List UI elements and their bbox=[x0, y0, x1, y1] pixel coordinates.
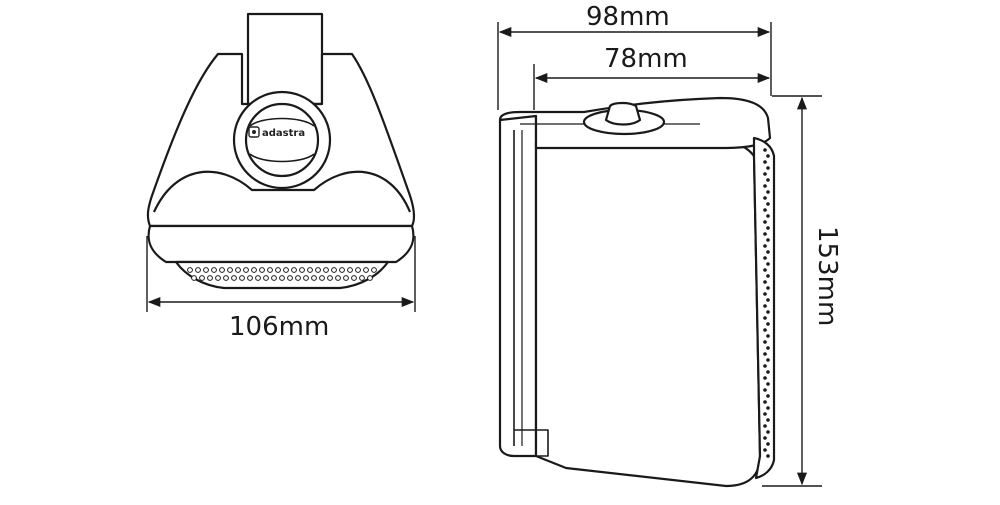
side-dimensions bbox=[497, 22, 822, 487]
brand-logo: adastra bbox=[262, 128, 305, 139]
side-cabinet bbox=[534, 140, 762, 488]
bracket-screw-icon bbox=[604, 101, 642, 126]
width-dimension-label: 106mm bbox=[229, 312, 330, 342]
mounting-bracket bbox=[246, 12, 324, 106]
body-depth-label: 78mm bbox=[604, 44, 688, 74]
front-grille bbox=[174, 260, 390, 290]
overall-depth-label: 98mm bbox=[586, 2, 670, 32]
front-view: adastra bbox=[146, 12, 416, 290]
height-dimension-label: 153mm bbox=[812, 226, 842, 327]
side-view bbox=[498, 96, 776, 488]
side-back-plate bbox=[498, 114, 538, 458]
front-facet bbox=[153, 170, 412, 213]
side-front-panel bbox=[752, 136, 776, 480]
front-width-dimension bbox=[146, 236, 416, 312]
front-lower-band bbox=[147, 224, 415, 264]
logo-disk-inner bbox=[244, 102, 320, 178]
